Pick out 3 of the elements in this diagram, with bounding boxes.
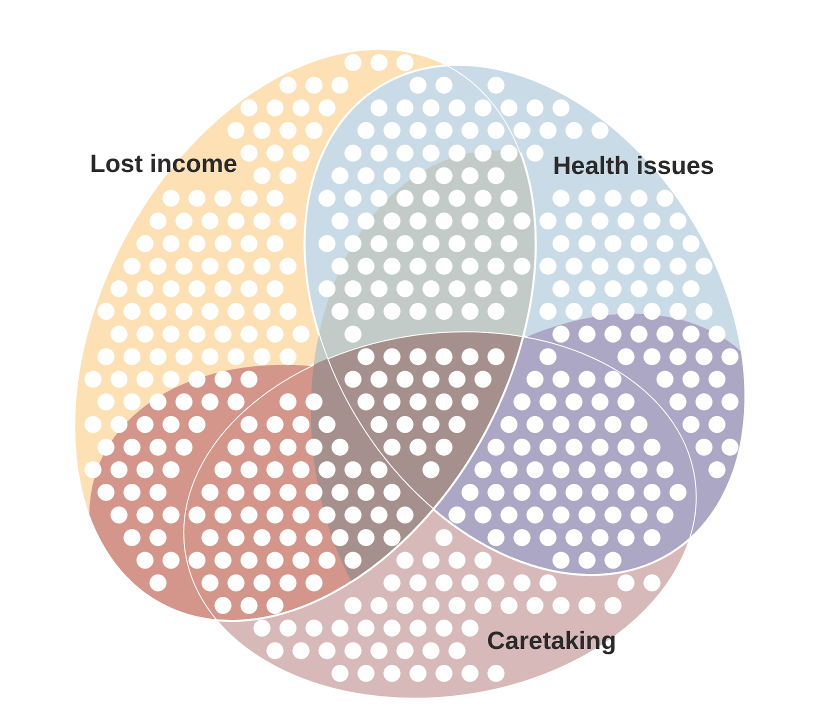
set-label: Health issues — [553, 152, 714, 181]
set-label: Lost income — [90, 150, 238, 179]
set-label: Caretaking — [487, 627, 616, 656]
